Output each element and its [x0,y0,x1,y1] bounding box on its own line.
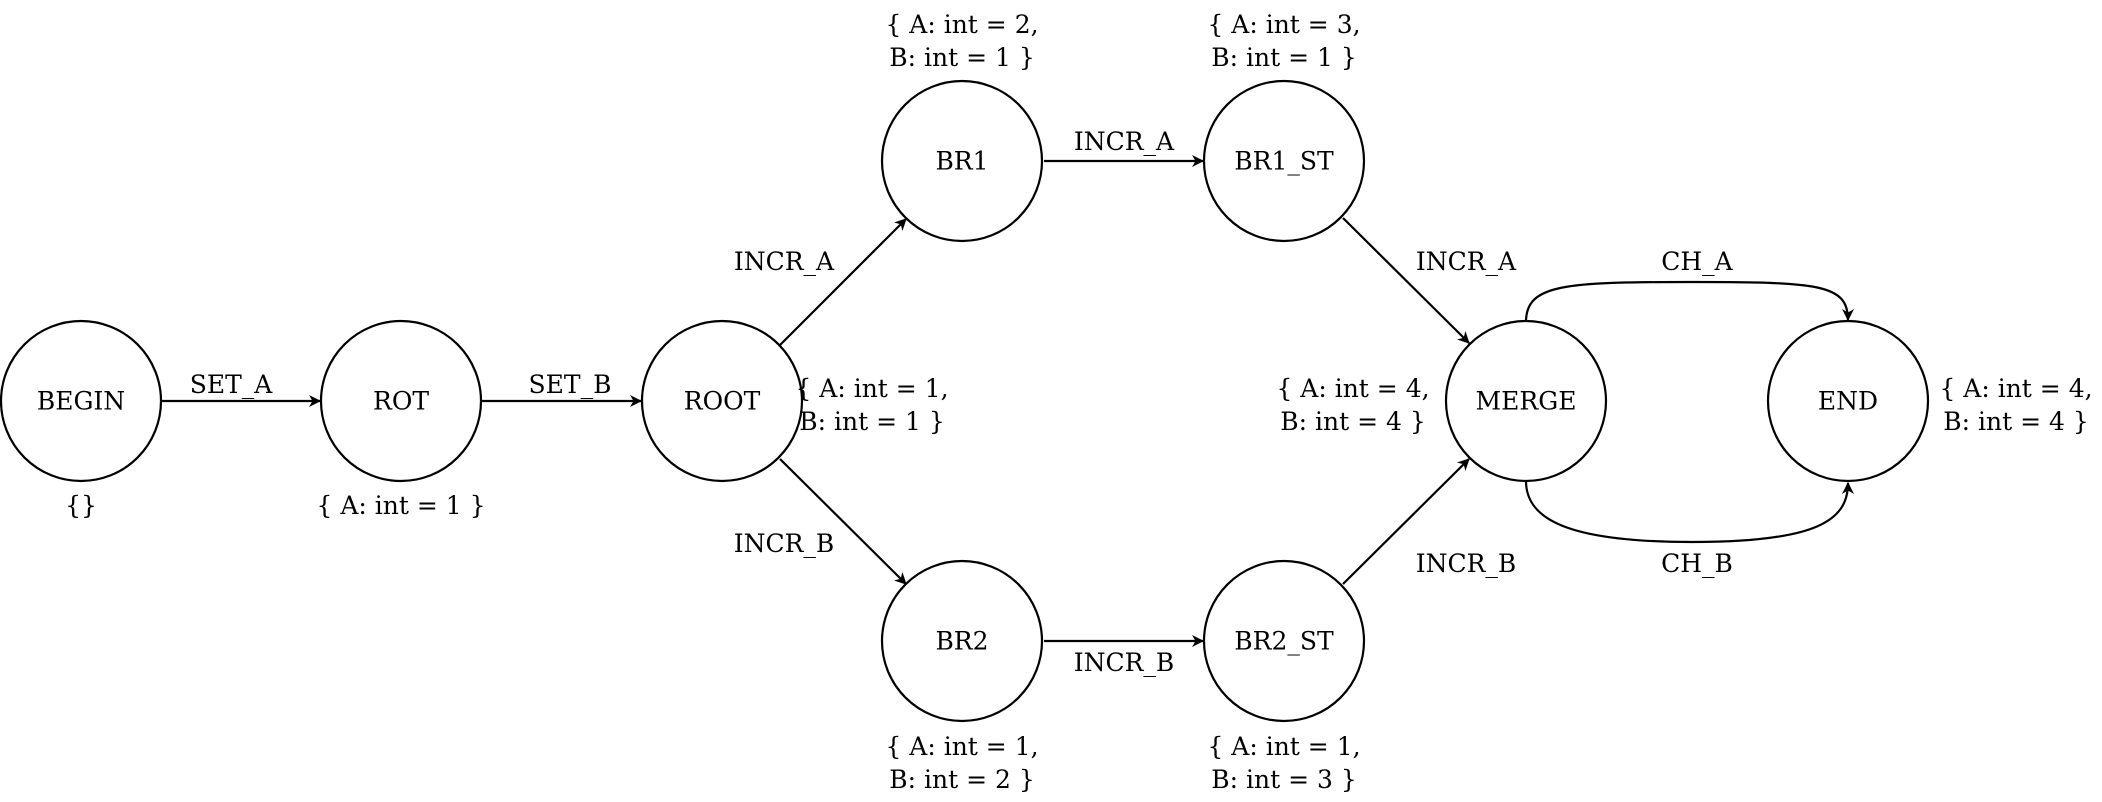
state-br1: { A: int = 2, B: int = 1 } [885,10,1038,72]
edge-br1st-merge [1342,217,1470,344]
node-begin-label: BEGIN [37,387,125,416]
state-merge-line-1: { A: int = 4, [1276,374,1429,403]
state-br2-st: { A: int = 1, B: int = 3 } [1207,732,1360,794]
edge-label-root-br1: INCR_A [734,247,835,276]
state-root-line-2: B: int = 1 } [799,407,944,436]
state-br1-line-1: { A: int = 2, [885,10,1038,39]
edge-root-br1 [779,218,907,346]
state-begin: {} [65,491,97,520]
state-end-line-2: B: int = 4 } [1943,407,2088,436]
state-root-line-1: { A: int = 1, [795,374,948,403]
node-root-label: ROOT [684,387,761,416]
state-merge: { A: int = 4, B: int = 4 } [1276,374,1429,436]
node-rot[interactable]: ROT [319,319,483,483]
node-end-circle [1766,319,1930,483]
edge-label-merge-end-b: CH_B [1661,549,1733,578]
edge-label-merge-end-a: CH_A [1661,247,1733,276]
edge-labels: SET_A SET_B INCR_A INCR_B INCR_A INCR_B … [190,127,1734,677]
edge-label-br2st-merge: INCR_B [1416,549,1517,578]
state-root: { A: int = 1, B: int = 1 } [795,374,948,436]
state-merge-line-2: B: int = 4 } [1280,407,1425,436]
edge-root-br2 [779,458,907,585]
state-br1-st-line-2: B: int = 1 } [1211,43,1356,72]
edge-merge-end-b [1524,480,1854,544]
node-end[interactable]: END [1766,319,1930,483]
edge-label-br1-br1st: INCR_A [1074,127,1175,156]
edge-label-root-br2: INCR_B [734,529,835,558]
node-br1-label: BR1 [935,147,988,176]
state-br1-st: { A: int = 3, B: int = 1 } [1207,10,1360,72]
state-end-line-1: { A: int = 4, [1939,374,2092,403]
node-br2-st[interactable]: BR2_ST [1202,559,1366,723]
node-br1-st[interactable]: BR1_ST [1202,79,1366,243]
node-begin-circle [0,319,163,483]
node-rot-circle [319,319,483,483]
node-begin[interactable]: BEGIN [0,319,163,483]
state-br1-st-line-1: { A: int = 3, [1207,10,1360,39]
edge-label-br1st-merge: INCR_A [1416,247,1517,276]
node-merge[interactable]: MERGE [1444,319,1608,483]
edge-label-begin-rot: SET_A [190,370,274,399]
state-annotations: {} { A: int = 1 } { A: int = 1, B: int =… [65,10,2092,794]
node-br2[interactable]: BR2 [880,559,1044,723]
node-br2-st-label: BR2_ST [1234,627,1334,656]
state-br2-line-1: { A: int = 1, [885,732,1038,761]
state-rot: { A: int = 1 } [316,491,485,520]
state-br2-st-line-2: B: int = 3 } [1211,765,1356,794]
node-rot-label: ROT [373,387,429,416]
node-merge-label: MERGE [1476,387,1577,416]
edges [162,155,1854,647]
node-br2-label: BR2 [935,627,988,656]
node-br1-st-circle [1202,79,1366,243]
node-root-circle [640,319,804,483]
node-br1-st-label: BR1_ST [1234,147,1334,176]
node-br2-circle [880,559,1044,723]
state-br2-st-line-1: { A: int = 1, [1207,732,1360,761]
nodes: BEGIN ROT ROOT BR1 BR1_ST BR2 BR2_ST ME [0,79,1930,723]
state-br2: { A: int = 1, B: int = 2 } [885,732,1038,794]
state-end: { A: int = 4, B: int = 4 } [1939,374,2092,436]
node-br1[interactable]: BR1 [880,79,1044,243]
edge-br2st-merge [1342,458,1470,585]
state-br2-line-2: B: int = 2 } [889,765,1034,794]
edge-merge-end-a [1524,280,1854,323]
edge-label-br2-br2st: INCR_B [1074,648,1175,677]
node-br2-st-circle [1202,559,1366,723]
edge-label-rot-root: SET_B [529,370,612,399]
node-end-label: END [1818,387,1878,416]
node-root[interactable]: ROOT [640,319,804,483]
node-br1-circle [880,79,1044,243]
node-merge-circle [1444,319,1608,483]
state-br1-line-2: B: int = 1 } [889,43,1034,72]
